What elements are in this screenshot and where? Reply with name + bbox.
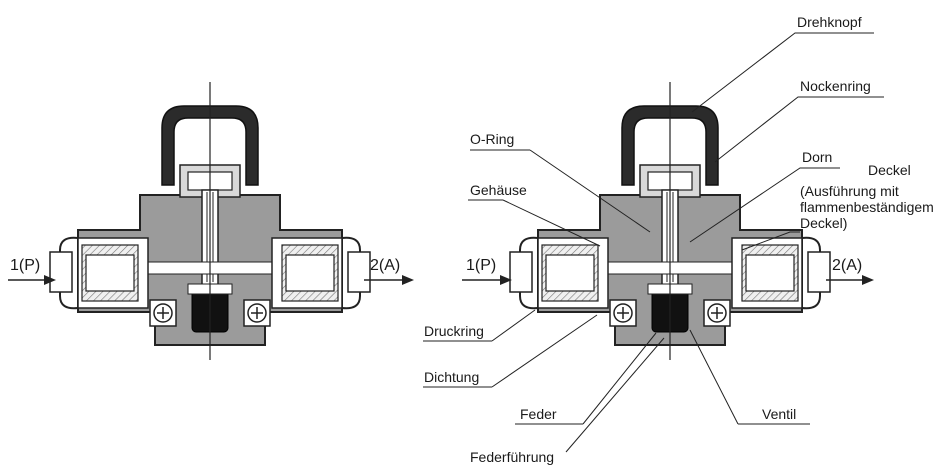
label-deckel-line2: (Ausführung mit xyxy=(800,183,899,199)
label-deckel-line4: Deckel) xyxy=(800,215,847,231)
label-federfuehrung: Federführung xyxy=(470,449,554,465)
label-ventil: Ventil xyxy=(762,406,796,422)
right-valve-section: 1(P) 2(A) Drehknopf Nockenring O-Ring D xyxy=(423,14,934,465)
left-outlet-label: 2(A) xyxy=(370,257,400,274)
label-drehknopf: Drehknopf xyxy=(797,14,862,30)
right-inlet-label: 1(P) xyxy=(466,257,496,274)
label-feder: Feder xyxy=(520,406,557,422)
leader-lines xyxy=(423,32,884,453)
label-o-ring: O-Ring xyxy=(470,131,514,147)
left-inlet-label: 1(P) xyxy=(10,257,40,274)
right-inlet-arrow-icon xyxy=(500,275,512,285)
right-outlet-label: 2(A) xyxy=(832,257,862,274)
label-dorn: Dorn xyxy=(802,149,832,165)
label-deckel-line3: flammenbeständigem xyxy=(800,199,934,215)
left-valve-section: 1(P) 2(A) xyxy=(8,81,414,361)
label-druckring: Druckring xyxy=(424,323,484,339)
label-dichtung: Dichtung xyxy=(424,369,479,385)
label-deckel-line1: Deckel xyxy=(868,162,911,178)
left-outlet-arrow-icon xyxy=(402,275,414,285)
label-nockenring: Nockenring xyxy=(800,78,871,94)
right-outlet-arrow-icon xyxy=(862,275,874,285)
label-gehaeuse: Gehäuse xyxy=(470,182,527,198)
left-inlet-arrow-icon xyxy=(44,275,56,285)
